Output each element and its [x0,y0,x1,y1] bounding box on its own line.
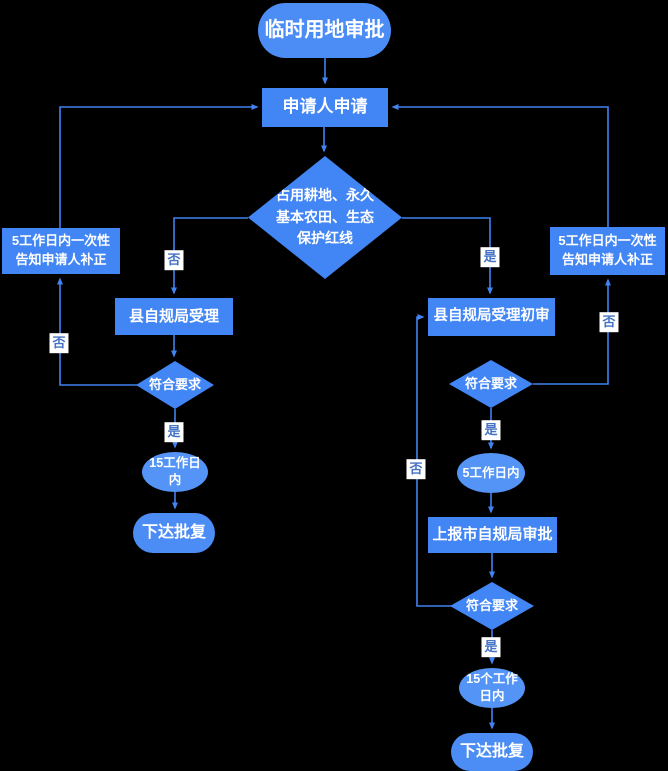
edge-label-no: 否 [406,459,426,479]
edge-label-no: 否 [164,250,184,270]
edge-notifyR-apply [391,104,609,227]
edge-label-yes: 是 [481,637,501,657]
days5-right-node: 5工作日内 [457,453,525,493]
notify-correction-left-node: 5工作日内一次性 告知申请人补正 [2,228,120,274]
start-node: 临时用地审批 [258,3,391,58]
edge-notifyL-apply [59,104,259,228]
edge-label-yes: 是 [164,422,184,442]
edge-checkL-notify-no [57,277,137,386]
county-accept-node: 县自规局受理 [115,298,233,335]
edge-label-no: 否 [49,333,69,353]
edge-label-yes: 是 [481,420,501,440]
main-decision-node: 占用耕地、永久 基本农田、生态 保护红线 [248,156,402,279]
days15-right-node: 15个工作 日内 [459,668,525,708]
edge-label-yes: 是 [480,247,500,267]
edge-decision-county-no [171,217,248,295]
city-approval-node: 上报市自规局审批 [428,517,557,553]
edge-decision-initial-yes [402,217,493,295]
edge-label-no: 否 [599,312,619,332]
notify-correction-right-node: 5工作日内一次性 告知申请人补正 [550,227,665,275]
approve-right-node: 下达批复 [451,733,533,771]
days15-left-node: 15工作日 内 [142,452,208,492]
county-initial-review-node: 县自规局受理初审 [428,298,555,336]
applicant-apply-node: 申请人申请 [262,88,388,127]
approve-left-node: 下达批复 [133,513,215,553]
